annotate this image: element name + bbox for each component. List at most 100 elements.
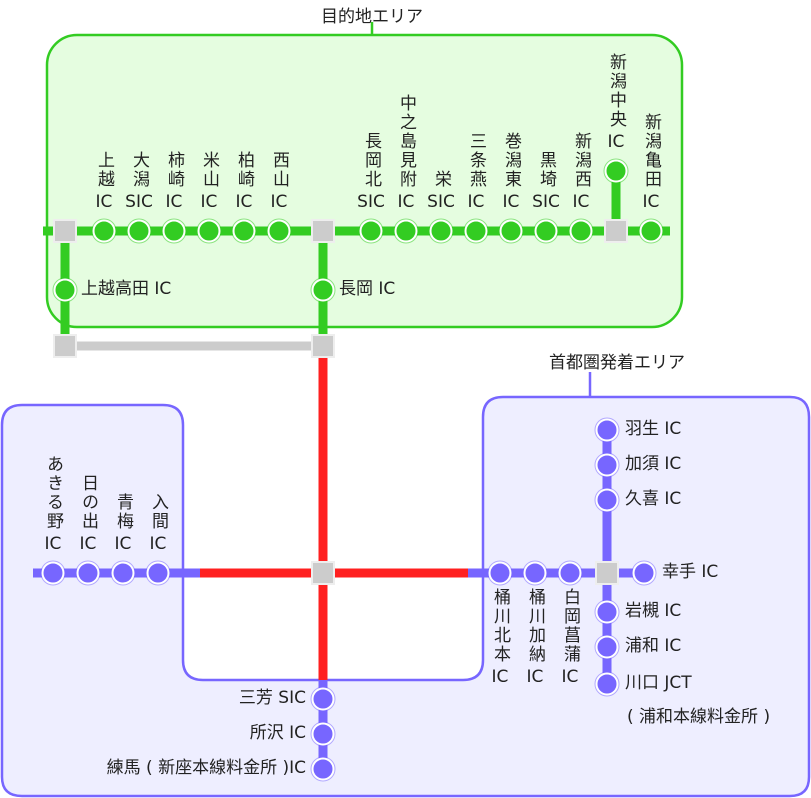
station-label: 黒埼 SIC [532,151,560,213]
station-marker [632,561,656,585]
destination-area-title: 目的地エリア [321,7,423,27]
station-name: あきる野 [43,455,63,531]
station-name: 入間 [148,493,168,531]
station-label: 白岡菖蒲 IC [560,588,580,688]
station-name: 新潟中央 [606,53,626,129]
station-name: 上越 [94,151,114,189]
origin-area-title: 首都圏発着エリア [549,353,685,373]
station-label: 日の出 IC [78,474,98,555]
station-marker [311,722,335,746]
station-suffix: IC [165,192,183,212]
station-marker [429,219,453,243]
station-suffix: IC [149,534,167,554]
station-suffix: SIC [357,192,385,212]
station-marker [523,561,547,585]
station-marker [499,219,523,243]
station-marker [197,219,221,243]
station-marker [569,219,593,243]
station-marker [488,561,512,585]
station-marker [359,219,383,243]
station-label: 岩槻 IC [625,601,682,621]
station-marker [595,672,619,696]
station-name: 日の出 [78,474,98,531]
station-name: 黒埼 [536,151,556,189]
station-name: 中之島見附 [396,94,416,189]
station-name: 新潟西 [571,132,591,189]
station-label: 中之島見附 IC [396,94,416,213]
station-suffix: IC [491,667,509,687]
junction-node [311,334,335,358]
station-suffix: IC [502,192,520,212]
junction-node [311,219,335,243]
station-marker [162,219,186,243]
station-marker [92,219,116,243]
station-label: 上越高田 IC [81,279,172,299]
station-suffix: IC [95,192,113,212]
station-marker [595,635,619,659]
station-suffix: IC [79,534,97,554]
station-label: 上越 IC [94,151,114,213]
station-suffix: SIC [125,192,153,212]
station-suffix: IC [607,132,625,152]
station-label: 西山 IC [269,151,289,213]
station-name: 栄 [431,170,451,189]
station-marker [267,219,291,243]
station-suffix: SIC [427,192,455,212]
station-name: 長岡北 [361,132,381,189]
station-suffix: IC [200,192,218,212]
station-marker [558,561,582,585]
station-marker [111,561,135,585]
station-label: 栄 SIC [427,170,455,213]
station-marker [604,159,628,183]
junction-node [604,219,628,243]
station-label: あきる野 IC [43,455,63,555]
station-label: 三芳 SIC [238,688,306,708]
station-suffix: IC [44,534,62,554]
station-marker [232,219,256,243]
junction-node [53,219,77,243]
station-suffix: SIC [532,192,560,212]
station-suffix: IC [561,667,579,687]
station-marker [76,561,100,585]
destination-area [45,33,684,329]
station-marker [146,561,170,585]
station-label: 浦和 IC [625,636,682,656]
station-label: 練馬 ( 新座本線料金所 )IC [106,758,306,778]
station-marker [639,219,663,243]
station-marker [534,219,558,243]
station-marker [595,418,619,442]
station-marker [311,278,335,302]
station-name: 新潟亀田 [641,113,661,189]
station-label: 所沢 IC [249,723,306,743]
station-label: 長岡北 SIC [357,132,385,213]
origin-area [0,395,811,798]
station-label: 新潟亀田 IC [641,113,661,213]
station-marker [127,219,151,243]
station-name: 桶川北本 [490,588,510,664]
station-suffix: IC [526,667,544,687]
station-marker [595,453,619,477]
station-marker [311,687,335,711]
station-suffix: IC [114,534,132,554]
station-label: 長岡 IC [339,279,396,299]
station-suffix: IC [270,192,288,212]
station-suffix: IC [397,192,415,212]
station-suffix: IC [467,192,485,212]
station-name: 西山 [269,151,289,189]
station-marker [595,600,619,624]
station-name: 白岡菖蒲 [560,588,580,664]
station-marker [394,219,418,243]
station-marker [595,488,619,512]
junction-node [595,561,619,585]
station-name: 柏崎 [234,151,254,189]
station-suffix: IC [642,192,660,212]
junction-node [311,561,335,585]
